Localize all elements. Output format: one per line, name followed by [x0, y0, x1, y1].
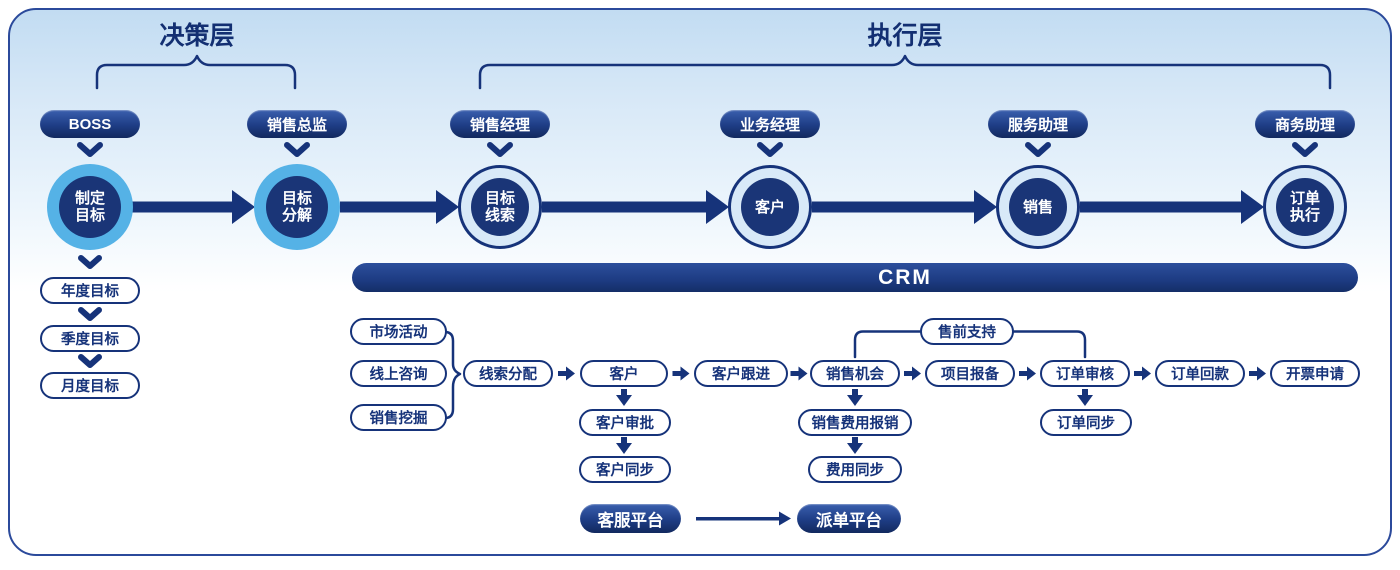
flow-pill-expense-reimbursement: 销售费用报销	[798, 409, 912, 436]
execution-layer-title: 执行层	[867, 22, 943, 50]
role-pill-sales-manager: 销售经理	[450, 110, 550, 138]
flow-pill-lead-assignment: 线索分配	[463, 360, 553, 387]
flow-pill-customer-sync: 客户同步	[579, 456, 671, 483]
stage-label-line1: 销售	[1022, 198, 1053, 216]
role-pill-boss: BOSS	[40, 110, 140, 138]
flow-pill-expense-sync: 费用同步	[808, 456, 902, 483]
stage-circle-core: 制定 目标	[59, 176, 121, 238]
platform-pill-customer-service: 客服平台	[580, 504, 681, 533]
flow-pill-customer-approval: 客户审批	[579, 409, 671, 436]
role-pill-business-manager: 业务经理	[720, 110, 820, 138]
flow-pill-sales-mining: 销售挖掘	[350, 404, 447, 431]
flow-pill-customer: 客户	[580, 360, 668, 387]
stage-circle-goal-breakdown: 目标 分解	[254, 164, 340, 250]
stage-circle-goal-leads: 目标 线索	[458, 165, 542, 249]
goal-pill-annual: 年度目标	[40, 277, 140, 304]
role-pill-service-assistant: 服务助理	[988, 110, 1088, 138]
role-pill-sales-director: 销售总监	[247, 110, 347, 138]
stage-label-line1: 制定	[74, 190, 105, 207]
stage-circle-core: 订单 执行	[1276, 178, 1334, 236]
flow-pill-sales-opportunity: 销售机会	[810, 360, 900, 387]
platform-pill-dispatch: 派单平台	[797, 504, 901, 533]
stage-circle-order-execution: 订单 执行	[1263, 165, 1347, 249]
stage-circle-core: 销售	[1009, 178, 1067, 236]
stage-label-line1: 目标	[484, 190, 515, 207]
flow-pill-project-registration: 项目报备	[925, 360, 1015, 387]
stage-circle-customer: 客户	[728, 165, 812, 249]
stage-label-line1: 客户	[754, 198, 785, 216]
flow-pill-invoice-request: 开票申请	[1270, 360, 1360, 387]
flow-pill-order-payment: 订单回款	[1155, 360, 1245, 387]
stage-label-line1: 目标	[281, 190, 312, 207]
crm-bar: CRM	[352, 263, 1358, 292]
stage-label-line2: 执行	[1289, 207, 1320, 224]
flow-pill-order-sync: 订单同步	[1040, 409, 1132, 436]
stage-circle-core: 客户	[741, 178, 799, 236]
stage-label-line2: 分解	[281, 207, 312, 224]
stage-label-line2: 线索	[484, 207, 515, 224]
stage-circle-core: 目标 线索	[471, 178, 529, 236]
stage-label-line1: 订单	[1289, 190, 1320, 207]
goal-pill-quarterly: 季度目标	[40, 325, 140, 352]
stage-circle-set-goals: 制定 目标	[47, 164, 133, 250]
stage-label-line2: 目标	[74, 207, 105, 224]
stage-circle-core: 目标 分解	[266, 176, 328, 238]
flow-pill-online-inquiry: 线上咨询	[350, 360, 447, 387]
stage-circle-sales: 销售	[996, 165, 1080, 249]
flow-pill-market-activity: 市场活动	[350, 318, 447, 345]
decision-layer-title: 决策层	[159, 22, 235, 50]
flow-pill-presale-support: 售前支持	[920, 318, 1014, 345]
goal-pill-monthly: 月度目标	[40, 372, 140, 399]
role-pill-business-assistant: 商务助理	[1255, 110, 1355, 138]
flow-pill-customer-followup: 客户跟进	[694, 360, 788, 387]
flow-pill-order-review: 订单审核	[1040, 360, 1130, 387]
